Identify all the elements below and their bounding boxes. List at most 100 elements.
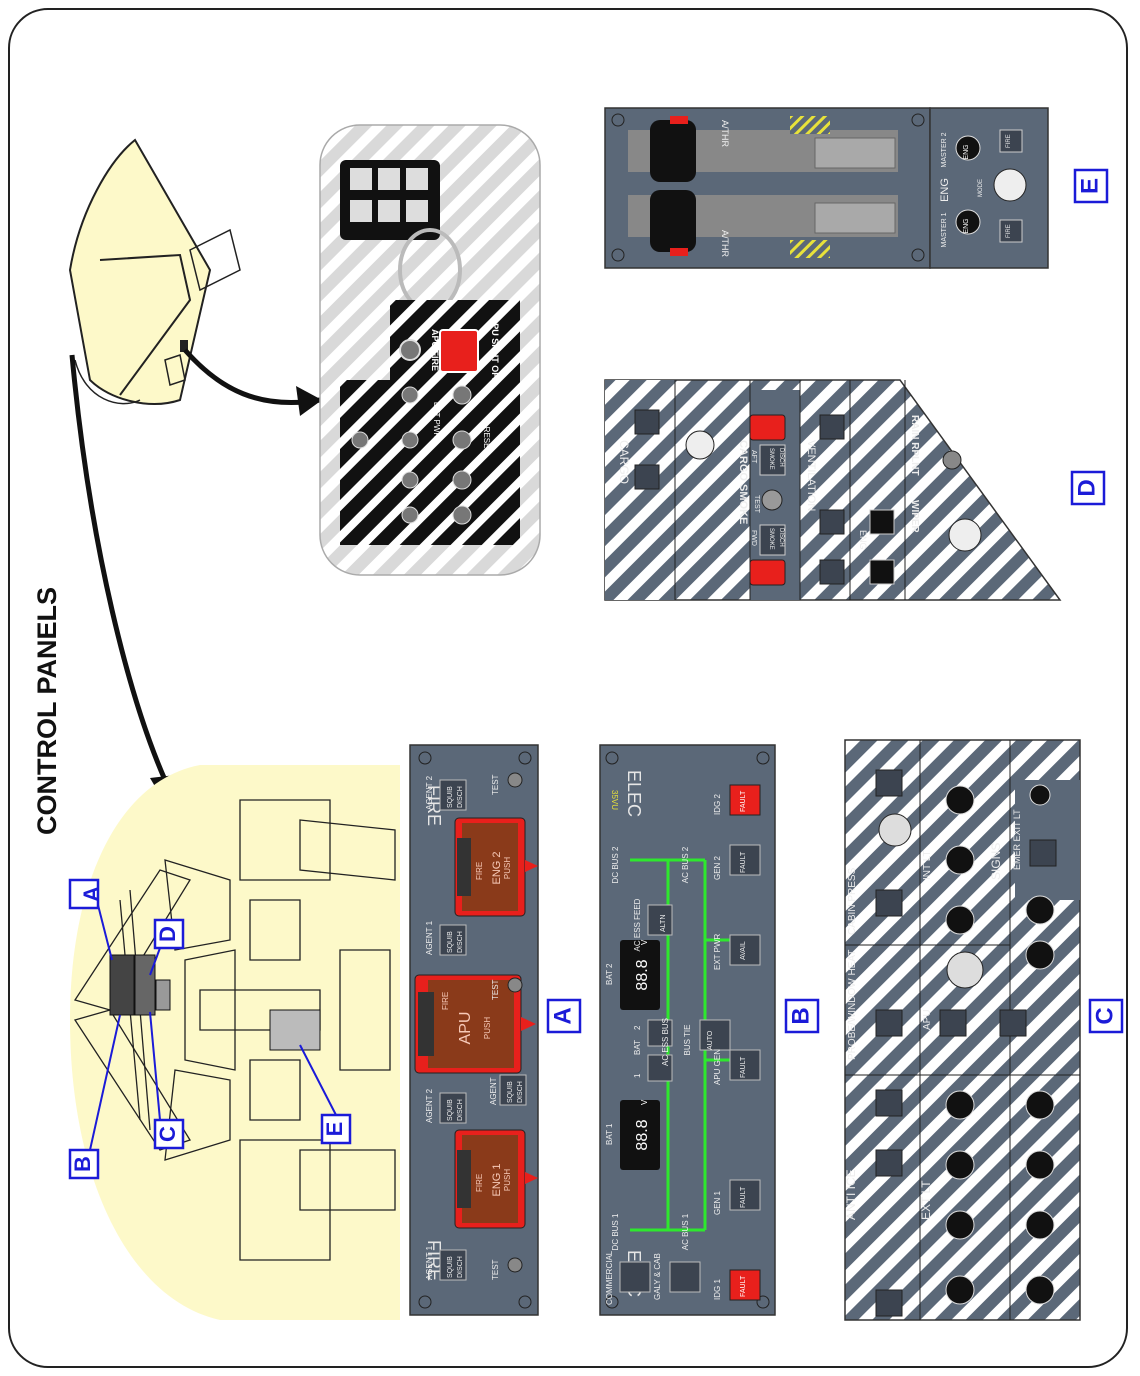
agent-apu-squib-button[interactable]: AGENT SQUIB DISCH bbox=[489, 1075, 526, 1105]
svg-text:AC ESS BUS: AC ESS BUS bbox=[661, 1018, 670, 1066]
svg-text:PUSH: PUSH bbox=[503, 1169, 512, 1191]
thrust-lever-1[interactable] bbox=[650, 190, 696, 256]
panel-c-overhead: ANTI ICE PROBE/WINDOW HEAT CABIN PRESS E… bbox=[844, 740, 1080, 1320]
svg-text:SQUIB: SQUIB bbox=[447, 931, 454, 953]
svg-text:CARGO SMOKE: CARGO SMOKE bbox=[737, 440, 749, 524]
svg-text:RAIN RPLNT: RAIN RPLNT bbox=[909, 415, 920, 476]
cabin-press-button[interactable] bbox=[876, 890, 902, 916]
svg-text:FIRE: FIRE bbox=[1006, 224, 1012, 238]
svg-text:ENG: ENG bbox=[858, 530, 868, 550]
svg-text:FIRE: FIRE bbox=[475, 1174, 484, 1192]
master1-switch[interactable]: ENG bbox=[956, 210, 980, 234]
rwy-turn-off-knob[interactable] bbox=[1026, 1276, 1054, 1304]
agent2-right-squib-button[interactable]: AGENT 2 SQUIB DISCH bbox=[425, 775, 466, 810]
int-lt-knob-1[interactable] bbox=[946, 906, 974, 934]
panel-a-fire: FIRE FIRE ENG 2 PUSH FIRE APU FIRE PUSH bbox=[410, 745, 538, 1315]
vent-extract-button[interactable] bbox=[820, 560, 844, 584]
eng-man-start-1-button[interactable] bbox=[870, 510, 894, 534]
nose-knob[interactable] bbox=[1026, 1091, 1054, 1119]
land-right-knob[interactable] bbox=[1026, 1151, 1054, 1179]
svg-text:AGENT 1: AGENT 1 bbox=[425, 920, 434, 955]
svg-text:MASTER 2: MASTER 2 bbox=[941, 132, 948, 167]
svg-text:INT LT: INT LT bbox=[922, 850, 933, 880]
cargo-fwd-button[interactable] bbox=[635, 465, 659, 489]
svg-text:DISCH: DISCH bbox=[778, 448, 784, 467]
svg-text:AGENT 1: AGENT 1 bbox=[425, 1245, 434, 1280]
svg-text:SIGNS: SIGNS bbox=[989, 843, 1003, 880]
apu-start-button[interactable] bbox=[1000, 1010, 1026, 1036]
svg-text:BAT: BAT bbox=[633, 1040, 642, 1055]
svg-text:E: E bbox=[1076, 178, 1103, 194]
agent2-left-squib-button[interactable]: AGENT 2 SQUIB DISCH bbox=[425, 1088, 466, 1123]
svg-text:A/THR: A/THR bbox=[720, 230, 730, 258]
agent1-right-squib-button[interactable]: AGENT 1 SQUIB DISCH bbox=[425, 920, 466, 955]
svg-text:APU GEN: APU GEN bbox=[713, 1049, 722, 1085]
eng-man-start-2-button[interactable] bbox=[870, 560, 894, 584]
emer-exit-lt-button[interactable] bbox=[1030, 840, 1056, 866]
svg-text:C: C bbox=[155, 1126, 180, 1142]
brt-dim-knob[interactable] bbox=[947, 952, 983, 988]
rain-rplnt-button[interactable] bbox=[943, 451, 961, 469]
panel-d-cargo: CARGO CARGO SMOKE VENTILATION ENG WIPER … bbox=[605, 380, 1060, 600]
master2-switch[interactable]: ENG bbox=[956, 136, 980, 160]
svg-text:PUSH: PUSH bbox=[503, 857, 512, 879]
svg-text:TEST: TEST bbox=[491, 979, 500, 1000]
svg-text:FAULT: FAULT bbox=[740, 1186, 747, 1208]
thrust-lever-2[interactable] bbox=[650, 116, 696, 182]
eng2-anti-ice-button[interactable] bbox=[876, 1090, 902, 1116]
svg-text:EXT LT: EXT LT bbox=[919, 1180, 933, 1220]
apu-master-sw-button[interactable] bbox=[940, 1010, 966, 1036]
svg-text:WIPER: WIPER bbox=[909, 500, 920, 534]
land-left-knob[interactable] bbox=[1026, 1211, 1054, 1239]
panel-b-elec: 35VU ELEC ELEC 88.8 V BAT 2 88.8 V BAT 1 bbox=[600, 745, 775, 1315]
svg-text:BAT 1: BAT 1 bbox=[605, 1123, 614, 1145]
agent1-left-squib-button[interactable]: AGENT 1 SQUIB DISCH bbox=[425, 1245, 466, 1280]
probe-heat-button[interactable] bbox=[876, 1010, 902, 1036]
svg-text:C: C bbox=[1091, 1007, 1118, 1024]
svg-text:DISCH: DISCH bbox=[517, 1081, 524, 1103]
svg-text:AC ESS FEED: AC ESS FEED bbox=[633, 898, 642, 951]
wing-lt-knob[interactable] bbox=[946, 1151, 974, 1179]
vent-blower-button[interactable] bbox=[820, 510, 844, 534]
apu-handle-label: APU bbox=[457, 1012, 474, 1045]
cargo-temp-knob[interactable] bbox=[686, 431, 714, 459]
wiper-knob[interactable] bbox=[949, 519, 981, 551]
emer-exit-knob[interactable] bbox=[1030, 785, 1050, 805]
strobe-knob[interactable] bbox=[946, 1276, 974, 1304]
svg-text:FAULT: FAULT bbox=[740, 1275, 747, 1297]
svg-text:CARGO: CARGO bbox=[617, 440, 631, 484]
svg-text:ENG: ENG bbox=[963, 144, 970, 159]
seat-belts-knob[interactable] bbox=[1026, 941, 1054, 969]
cargo-heat-button[interactable] bbox=[876, 770, 902, 796]
vent-cab-fans-button[interactable] bbox=[820, 415, 844, 439]
int-lt-knob-3[interactable] bbox=[946, 786, 974, 814]
svg-text:SQUIB: SQUIB bbox=[447, 1099, 454, 1121]
svg-text:DISCH: DISCH bbox=[457, 786, 464, 808]
svg-text:SQUIB: SQUIB bbox=[447, 786, 454, 808]
svg-text:EXT PWR: EXT PWR bbox=[713, 933, 722, 970]
ext-pwr-button[interactable]: AVAIL EXT PWR bbox=[713, 933, 760, 970]
svg-text:AFT: AFT bbox=[750, 450, 757, 464]
int-lt-knob-2[interactable] bbox=[946, 846, 974, 874]
svg-text:GEN 2: GEN 2 bbox=[713, 855, 722, 880]
svg-text:88.8: 88.8 bbox=[634, 1119, 651, 1150]
svg-text:COMMERCIAL: COMMERCIAL bbox=[605, 1250, 614, 1305]
svg-text:88.8: 88.8 bbox=[634, 959, 651, 990]
svg-text:IDG 2: IDG 2 bbox=[713, 794, 722, 815]
eng1-anti-ice-button[interactable] bbox=[876, 1150, 902, 1176]
svg-text:DISCH: DISCH bbox=[778, 528, 784, 547]
no-smoking-knob[interactable] bbox=[1026, 896, 1054, 924]
ac-ess-feed-button[interactable]: ALTN bbox=[648, 905, 672, 935]
cargo-aft-button[interactable] bbox=[635, 410, 659, 434]
bus-tie-button[interactable]: AUTO bbox=[700, 1020, 730, 1050]
wing-anti-ice-button[interactable] bbox=[876, 1290, 902, 1316]
apu-reset-label: RESET bbox=[482, 427, 491, 454]
svg-text:CABIN PRESS: CABIN PRESS bbox=[847, 867, 858, 935]
nav-logo-knob[interactable] bbox=[946, 1091, 974, 1119]
svg-text:2: 2 bbox=[633, 1025, 642, 1030]
apu-gen-button[interactable]: FAULT APU GEN bbox=[713, 1049, 760, 1085]
page-title: CONTROL PANELS bbox=[32, 587, 62, 835]
ldg-elev-knob[interactable] bbox=[879, 814, 911, 846]
beacon-knob[interactable] bbox=[946, 1211, 974, 1239]
